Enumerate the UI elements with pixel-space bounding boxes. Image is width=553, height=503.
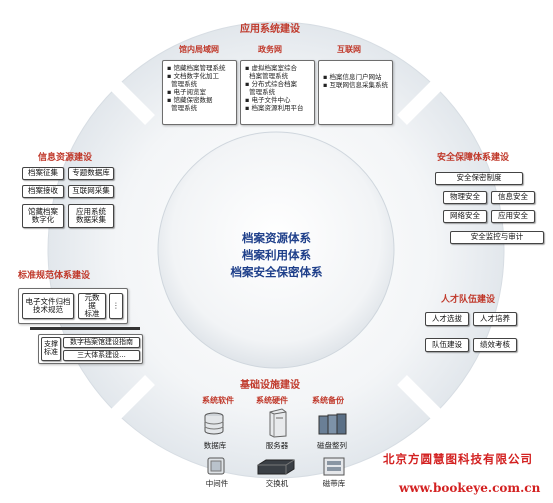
database-icon <box>204 412 224 435</box>
middleware-icon <box>207 457 225 475</box>
tape-library-icon <box>323 457 345 476</box>
bottom-sub-software: 系统软件 <box>202 396 234 405</box>
box-three-systems: 三大体系建设... <box>63 350 140 361</box>
divider-bar <box>30 327 140 330</box>
box-topic-database: 专题数据库 <box>68 167 114 180</box>
box-archive-collection: 档案征集 <box>22 167 64 180</box>
box-app-data-collect: 应用系统 数据采集 <box>68 204 114 228</box>
box-info-security: 信息安全 <box>491 191 535 204</box>
list-item: ▪ 分布式综合档案 <box>245 80 297 88</box>
disk-array-icon <box>318 413 347 435</box>
switch-icon <box>257 459 295 475</box>
top-column-header-1: 馆内局域网 <box>179 45 219 54</box>
top-panel-lan: ▪ 馆藏档案管理系统 ▪ 文档数字化加工 管理系统 ▪ 电子阅览室 ▪ 馆藏保密… <box>162 60 237 125</box>
box-performance: 绩效考核 <box>473 338 517 352</box>
label-switch: 交换机 <box>265 479 289 488</box>
label-disk-array: 磁盘整列 <box>317 441 347 450</box>
watermark-url: www.bookeye.com.cn <box>399 481 541 495</box>
list-item: ▪ 电子阅览室 <box>167 88 206 96</box>
label-middleware: 中间件 <box>205 479 229 488</box>
label-tape-library: 磁带库 <box>322 479 346 488</box>
box-team-build: 队伍建设 <box>425 338 469 352</box>
list-item: ▪ 档案资源利用平台 <box>245 104 304 112</box>
center-line-2: 档案利用体系 <box>242 248 311 262</box>
top-column-header-2: 政务网 <box>258 45 282 54</box>
box-physical-security: 物理安全 <box>443 191 487 204</box>
list-item: 管理系统 <box>171 80 198 88</box>
left-upper-title: 信息资源建设 <box>38 153 93 163</box>
list-item: ▪ 馆藏档案管理系统 <box>167 64 226 72</box>
box-security-policy: 安全保密制度 <box>435 172 523 185</box>
top-panel-internet: ▪ 档案信息门户网站 ▪ 互联网信息采集系统 <box>318 60 393 125</box>
box-support-standard: 支撑 标准 <box>41 337 61 361</box>
server-icon <box>269 408 287 438</box>
list-item: ▪ 文档数字化加工 <box>167 72 219 80</box>
list-item: 档案管理系统 <box>249 72 289 80</box>
label-database: 数据库 <box>203 441 227 450</box>
box-metadata-standard: 元数据 标准 <box>78 293 106 319</box>
bottom-sub-backup: 系统备份 <box>312 396 344 405</box>
top-panel-gov: ▪ 虚拟档案室综合 档案管理系统 ▪ 分布式综合档案 管理系统 ▪ 电子文件中心… <box>240 60 315 125</box>
box-digital-archive-guide: 数字档案馆建设指南 <box>63 337 140 348</box>
list-item: 管理系统 <box>171 104 198 112</box>
box-internet-collect: 互联网采集 <box>68 185 114 198</box>
right-upper-title: 安全保障体系建设 <box>437 153 510 163</box>
center-line-3: 档案安全保密体系 <box>230 265 323 279</box>
box-archive-receive: 档案接收 <box>22 185 64 198</box>
box-more-ellipsis: ⋮ <box>109 293 123 319</box>
top-column-header-3: 互联网 <box>337 45 361 54</box>
left-lower-title: 标准规范体系建设 <box>18 271 91 281</box>
box-archive-digitize: 馆藏档案 数字化 <box>22 204 64 228</box>
right-lower-title: 人才队伍建设 <box>441 295 496 305</box>
box-talent-select: 人才选拔 <box>425 312 469 326</box>
label-server: 服务器 <box>265 441 289 450</box>
watermark-company: 北京方圆慧图科技有限公司 <box>383 452 533 466</box>
center-line-1: 档案资源体系 <box>242 231 311 245</box>
box-efile-archive-spec: 电子文件归档 技术规范 <box>22 293 74 319</box>
list-item: ▪ 电子文件中心 <box>245 96 291 104</box>
list-item: 管理系统 <box>249 88 276 96</box>
bottom-sub-hardware: 系统硬件 <box>256 396 288 405</box>
box-talent-train: 人才培养 <box>473 312 517 326</box>
box-network-security: 网络安全 <box>443 210 487 223</box>
box-security-audit: 安全监控与审计 <box>450 231 544 244</box>
list-item: ▪ 馆藏保密数据 <box>167 96 213 104</box>
list-item: ▪ 互联网信息采集系统 <box>323 81 388 89</box>
box-app-security: 应用安全 <box>491 210 535 223</box>
list-item: ▪ 虚拟档案室综合 <box>245 64 297 72</box>
bottom-section-title: 基础设施建设 <box>240 380 300 391</box>
top-section-title: 应用系统建设 <box>240 24 300 35</box>
list-item: ▪ 档案信息门户网站 <box>323 73 382 81</box>
